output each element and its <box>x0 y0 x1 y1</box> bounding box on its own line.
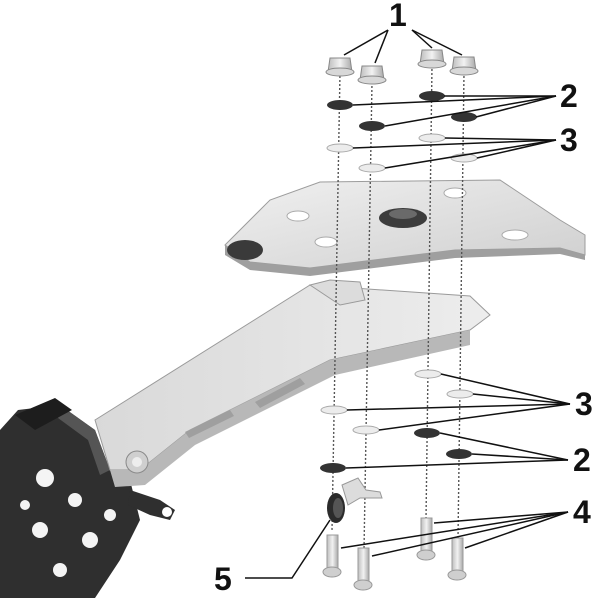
callout-3-lower: 3 <box>575 386 593 422</box>
leader-lines <box>245 29 571 579</box>
nut-2 <box>357 65 387 85</box>
callout-4: 4 <box>573 494 591 530</box>
flat-washers-lower <box>320 369 474 435</box>
nut-1 <box>325 57 355 77</box>
callout-5: 5 <box>214 561 232 597</box>
support-arm <box>94 279 491 487</box>
callout-2-lower: 2 <box>573 442 591 478</box>
black-frame-bracket <box>0 398 175 598</box>
top-plate <box>224 179 586 276</box>
flat-washers-upper <box>326 133 478 173</box>
flange-nuts <box>325 49 479 85</box>
bolt-1 <box>322 534 342 578</box>
nut-3 <box>417 49 447 69</box>
button-head-bolts <box>322 517 467 591</box>
bolt-3 <box>416 517 436 561</box>
nut-4 <box>449 56 479 76</box>
callout-3-upper: 3 <box>560 122 578 158</box>
rubber-spacer <box>327 477 383 523</box>
black-washers-upper <box>327 91 477 131</box>
callout-2-upper: 2 <box>560 78 578 114</box>
bolt-2 <box>353 547 373 591</box>
bolt-4 <box>447 537 467 581</box>
black-washers-lower <box>320 428 472 473</box>
callout-1: 1 <box>389 0 407 33</box>
